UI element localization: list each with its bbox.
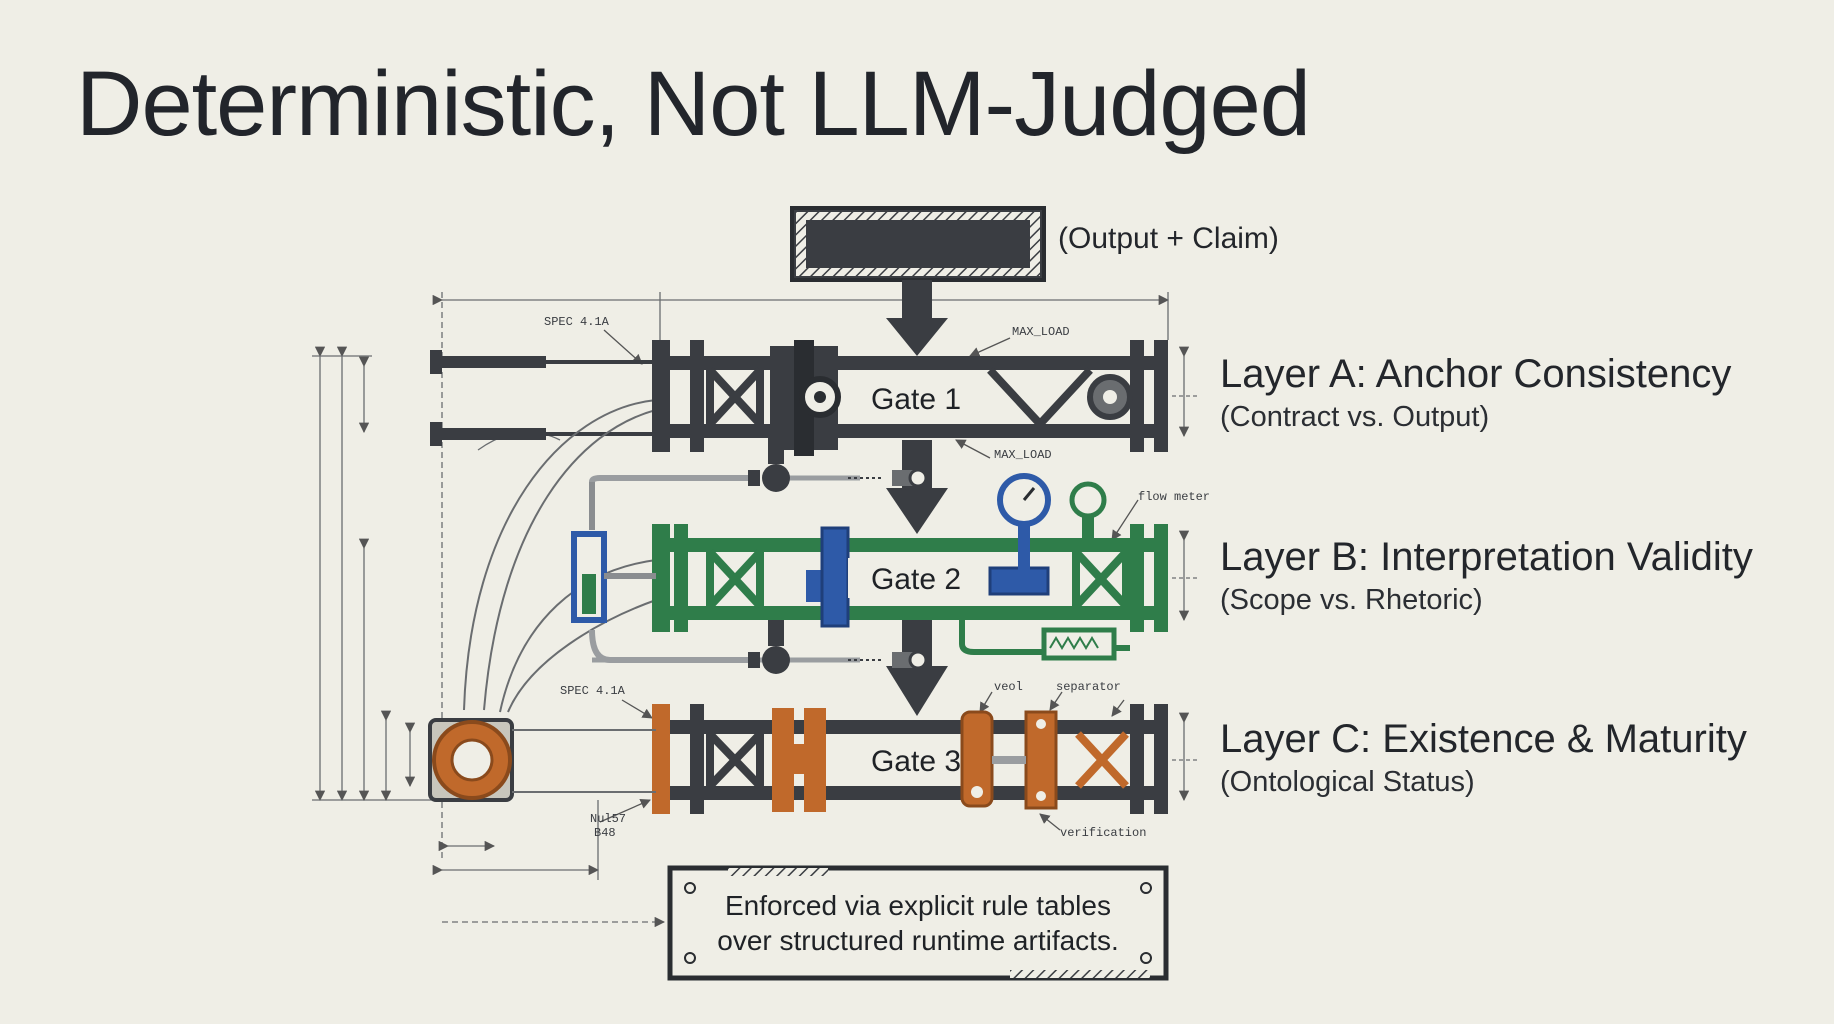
input-block [790,206,1046,282]
layer-c: Layer C: Existence & Maturity (Ontologic… [1220,717,1747,799]
footer-note: Enforced via explicit rule tables over s… [670,868,1166,978]
gate-1-frame [652,340,1168,456]
gate-2-frame [652,473,1168,661]
dimension-lines [312,292,1200,928]
annotation-separator: separator [1056,680,1121,694]
annotation-spec-bottom: SPEC 4.1A [560,684,626,698]
orange-ring [428,718,656,802]
input-label: (Output + Claim) [1058,222,1279,255]
annotation-note-a: Nul57 [590,812,626,826]
layer-b-subtitle: (Scope vs. Rhetoric) [1220,584,1483,616]
footer-line-2: over structured runtime artifacts. [717,925,1119,956]
annotation-verification: verification [1060,826,1146,840]
footer-frame [667,865,1169,981]
annotation-max-load-top: MAX_LOAD [1012,325,1070,339]
layer-a-title: Layer A: Anchor Consistency [1220,352,1732,396]
layer-c-subtitle: (Ontological Status) [1220,766,1475,798]
annotation-spec-top: SPEC 4.1A [544,315,610,329]
layer-c-title: Layer C: Existence & Maturity [1220,717,1747,761]
flow-arrows [886,280,948,716]
annotation-flow-meter: flow meter [1138,490,1210,504]
gate-3-frame [652,704,1168,814]
layer-a-subtitle: (Contract vs. Output) [1220,401,1490,433]
annotation-vent: veol [994,680,1023,694]
layer-b: Layer B: Interpretation Validity (Scope … [1220,535,1753,617]
gate-2-label: Gate 2 [871,563,961,596]
footer-line-1: Enforced via explicit rule tables [725,890,1111,921]
annotation-max-load-mid: MAX_LOAD [994,448,1052,462]
gate-3-label: Gate 3 [871,745,961,778]
layer-a: Layer A: Anchor Consistency (Contract vs… [1220,352,1731,434]
page-title: Deterministic, Not LLM-Judged [76,53,1311,155]
layer-b-title: Layer B: Interpretation Validity [1220,535,1753,579]
gate-1-label: Gate 1 [871,383,961,416]
annotation-note-b: B48 [594,826,616,840]
